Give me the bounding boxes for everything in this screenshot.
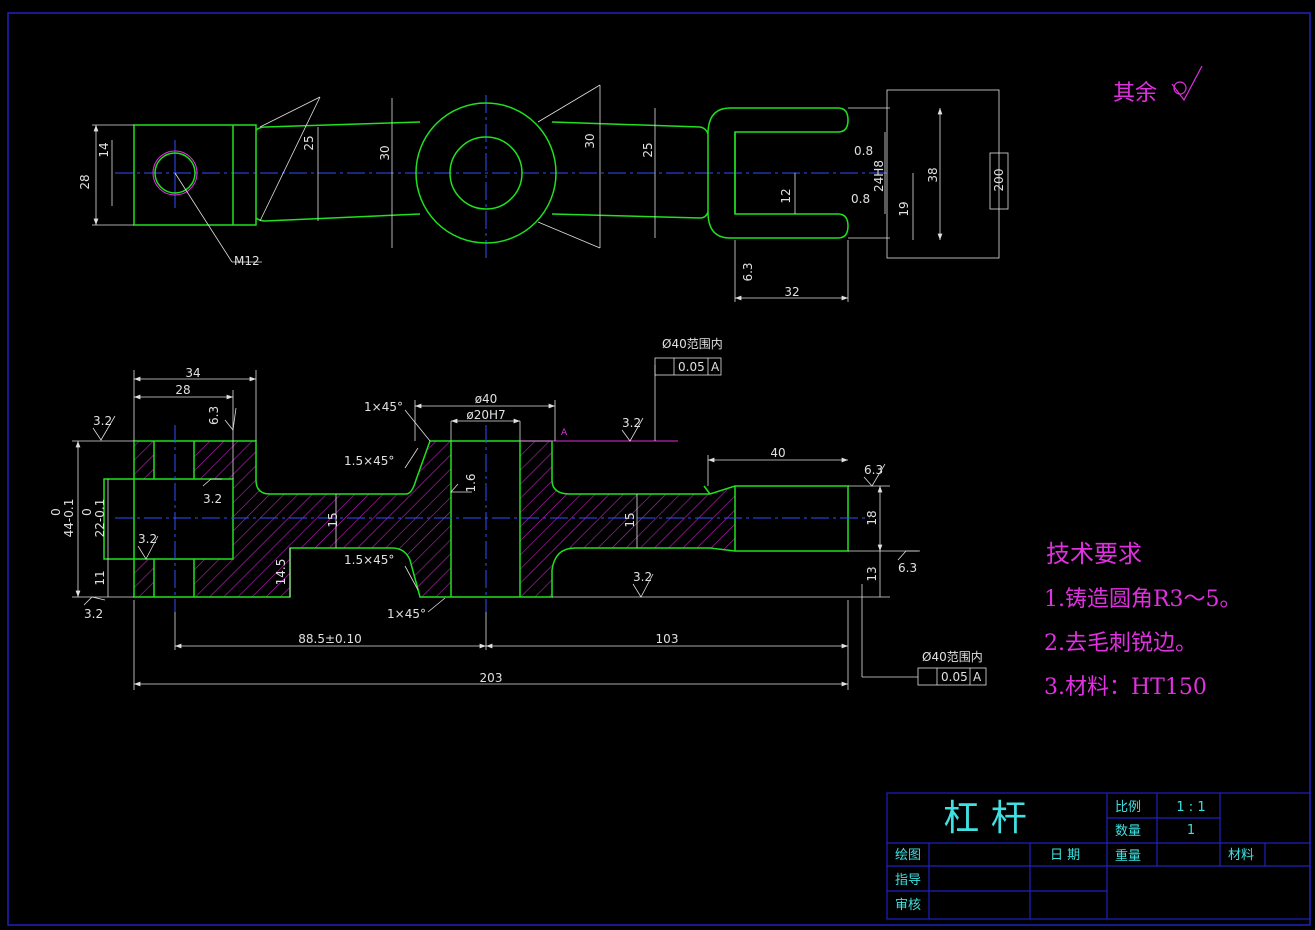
chamfer-1x45-a: 1×45° <box>364 400 403 414</box>
dim-m12: M12 <box>234 254 260 268</box>
dim-103: 103 <box>656 632 679 646</box>
material-label: 材料 <box>1228 848 1254 863</box>
chamfer-1-5x45-b: 1.5×45° <box>344 553 394 567</box>
tech-req-item-1: 1.铸造圆角R3～5。 <box>1044 587 1242 612</box>
ra-3-2-c: 3.2 <box>203 492 222 506</box>
drawing-frame <box>7 12 1311 926</box>
ra-6-3-a: 6.3 <box>207 406 221 425</box>
ra-6-3-c: 6.3 <box>898 561 917 575</box>
tol-note-a: Ø40范围内 <box>662 337 723 351</box>
dim-18: 18 <box>865 510 879 525</box>
roughness-symbols <box>83 407 918 606</box>
dim-12-top: 12 <box>779 188 793 203</box>
tol-datum-b: A <box>973 670 982 684</box>
dim-14-5: 14.5 <box>274 559 288 586</box>
qty-value: 1 <box>1187 823 1195 838</box>
dim-25-right: 25 <box>641 142 655 157</box>
ra-6-3-top: 6.3 <box>741 262 755 281</box>
dim-13: 13 <box>865 566 879 581</box>
dim-19: 19 <box>897 201 911 216</box>
ra-3-2-f: 3.2 <box>84 607 103 621</box>
dim-40: 40 <box>770 446 785 460</box>
scale-value: 1 : 1 <box>1176 800 1205 815</box>
date-label: 日 期 <box>1050 848 1080 863</box>
dim-22-top: 0 <box>80 508 94 516</box>
tech-req-item-3: 3.材料：HT150 <box>1044 675 1207 700</box>
dim-30-right: 30 <box>583 133 597 148</box>
tol-value-b: 0.05 <box>941 670 968 684</box>
ra-6-3-b: 6.3 <box>864 463 883 477</box>
tech-req-item-2: 2.去毛刺锐边。 <box>1044 631 1197 656</box>
ra-3-2-e: 3.2 <box>633 570 652 584</box>
dim-25-left: 25 <box>302 135 316 150</box>
ra-0-8-top: 0.8 <box>854 144 873 158</box>
part-name: 杠 杆 <box>943 798 1026 839</box>
qty-label: 数量 <box>1115 824 1141 839</box>
review-label: 审核 <box>895 898 921 913</box>
dim-34: 34 <box>185 366 200 380</box>
ra-3-2-b: 3.2 <box>622 416 641 430</box>
dim-24H8: 24H8 <box>872 160 886 192</box>
dim-15-right: 15 <box>623 512 637 527</box>
roughness-rest-icon <box>1171 65 1203 102</box>
dim-22: 22-0.1 <box>93 499 107 538</box>
dim-44: 44-0.1 <box>62 499 76 538</box>
dim-200: 200 <box>992 169 1006 192</box>
roughness-rest-label: 其余 <box>1113 81 1157 106</box>
scale-label: 比例 <box>1115 800 1141 815</box>
chamfer-1x45-b: 1×45° <box>387 607 426 621</box>
dim-32: 32 <box>784 285 799 299</box>
dim-15-left: 15 <box>326 512 340 527</box>
tech-req-heading: 技术要求 <box>1046 540 1142 568</box>
dim-88-5: 88.5±0.10 <box>298 632 362 646</box>
dim-14-top: 14 <box>97 142 111 157</box>
dim-203: 203 <box>480 671 503 685</box>
datum-mark: A <box>561 428 568 438</box>
chamfer-1-5x45-a: 1.5×45° <box>344 454 394 468</box>
top-view <box>92 84 1009 302</box>
dim-d40: ø40 <box>475 392 498 406</box>
ra-0-8-bottom: 0.8 <box>851 192 870 206</box>
weight-label: 重量 <box>1115 848 1141 864</box>
tol-datum-a: A <box>711 360 720 374</box>
dim-28-top: 28 <box>78 174 92 189</box>
guide-label: 指导 <box>895 873 921 888</box>
dim-28-front: 28 <box>175 383 190 397</box>
dim-11: 11 <box>93 570 107 585</box>
dim-38: 38 <box>926 167 940 182</box>
ra-3-2-a: 3.2 <box>93 414 112 428</box>
dim-30-left: 30 <box>378 145 392 160</box>
dim-d20H7: ø20H7 <box>466 408 505 422</box>
dim-44-top: 0 <box>49 508 63 516</box>
drawn-label: 绘图 <box>895 848 921 863</box>
tol-value-a: 0.05 <box>678 360 705 374</box>
title-block <box>886 792 1311 920</box>
ra-3-2-d: 3.2 <box>138 532 157 546</box>
tol-note-b: Ø40范围内 <box>922 650 983 664</box>
front-view <box>72 357 987 690</box>
ra-1-6: 1.6 <box>464 473 478 492</box>
